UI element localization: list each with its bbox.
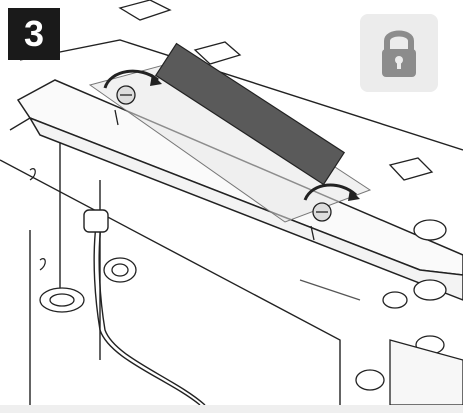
side-block bbox=[389, 339, 463, 405]
cable bbox=[83, 209, 206, 405]
lock-indicator bbox=[360, 14, 438, 92]
padlock-locked-icon bbox=[382, 30, 416, 77]
rotation-arrow-right-icon bbox=[303, 183, 360, 201]
seal-strip bbox=[154, 42, 346, 186]
screw-left bbox=[114, 85, 136, 126]
mounting-plate bbox=[88, 61, 372, 223]
step-number-badge: 3 bbox=[8, 8, 60, 60]
bottom-strip bbox=[0, 405, 463, 413]
screw-right bbox=[310, 202, 332, 241]
rotation-arrow-left-icon bbox=[103, 69, 162, 89]
hatch-marks bbox=[29, 168, 46, 271]
frame-tabs bbox=[118, 0, 434, 181]
